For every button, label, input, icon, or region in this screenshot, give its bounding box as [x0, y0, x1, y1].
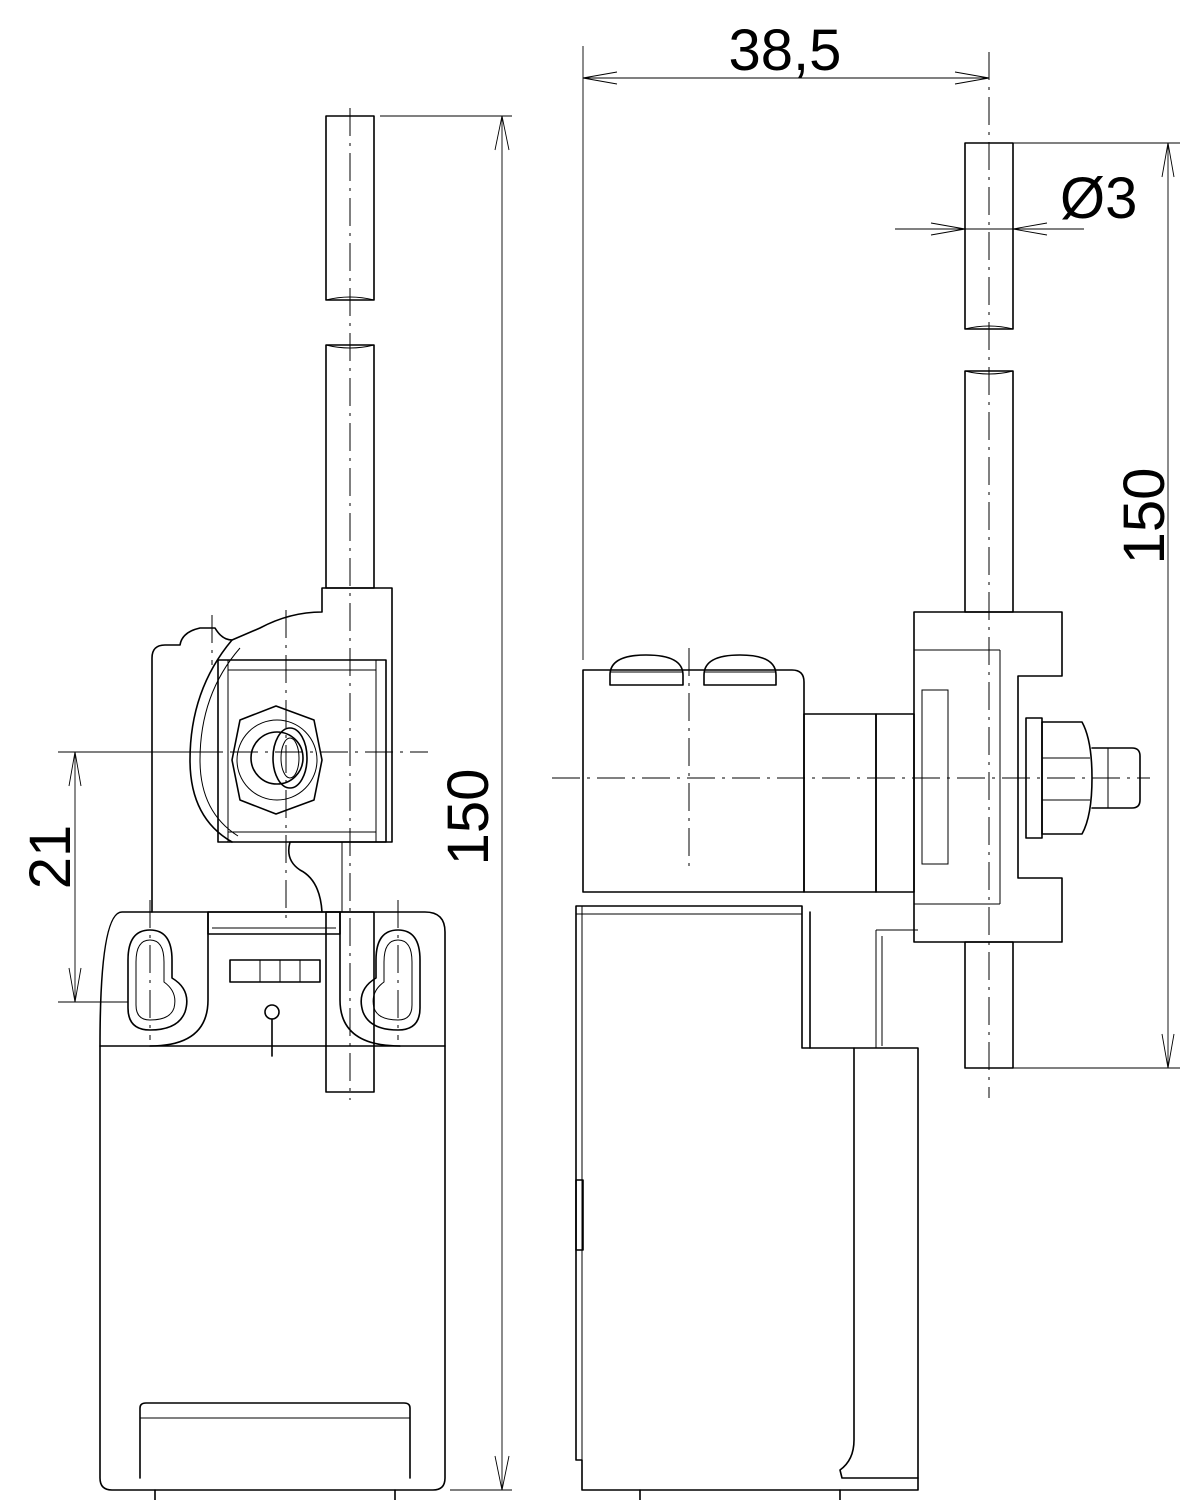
side-screw-head-left [609, 654, 684, 686]
side-rod-middle [964, 370, 1014, 613]
side-bushing [875, 713, 915, 893]
side-upper-block [582, 669, 805, 893]
dim-arrow-385-right [954, 71, 990, 85]
dim-label-385: 38,5 [729, 18, 842, 83]
marking-symbol [264, 1004, 280, 1020]
dim-arrow-bottom [494, 1455, 510, 1491]
dim-label-diameter: Ø3 [1060, 166, 1137, 231]
pivot-ring [250, 731, 304, 785]
lever-hub-arc-inner [199, 647, 241, 837]
dim-arrow-150-side-bottom [1161, 1033, 1175, 1069]
pivot-nut [231, 705, 323, 815]
mounting-slot-right [360, 929, 421, 1031]
lever-hub-arc [189, 639, 233, 843]
side-bottom-foot [639, 1489, 841, 1500]
indicator-block [229, 959, 321, 983]
side-body-notch [575, 1179, 584, 1251]
mounting-slot-left [127, 929, 188, 1031]
dim-arrow-21-bottom [68, 967, 82, 1003]
side-dimensions: 38,5 150 Ø3 [582, 18, 1180, 1069]
front-body-outline [99, 911, 446, 1491]
front-bottom-cover [139, 1402, 411, 1479]
dim-arrow-21-top [68, 751, 82, 787]
dim-arrow-150-side-top [1161, 142, 1175, 178]
side-cover-plate [839, 1047, 919, 1479]
dim-arrow-top [494, 115, 510, 151]
side-view [552, 52, 1150, 1500]
lever-arm-outline [151, 587, 393, 913]
mounting-slot-left-inner [135, 939, 176, 1021]
dim-label-150-side: 150 [1112, 468, 1177, 565]
front-view [99, 108, 446, 1500]
pivot-screw-slot [280, 737, 300, 779]
side-clamp-block [913, 611, 1063, 943]
front-window [207, 911, 341, 935]
side-clamp-inner [921, 689, 949, 865]
side-lower-body [575, 905, 919, 1491]
dim-label-150-front: 150 [436, 769, 501, 866]
dim-arrow-385-left [582, 71, 618, 85]
front-head-inner [149, 911, 401, 1047]
front-dimensions: 150 21 [18, 115, 512, 1491]
dim-arrow-diameter-left [930, 222, 966, 236]
mounting-slot-right-inner [372, 939, 413, 1021]
dim-label-21: 21 [18, 825, 83, 890]
pivot-screw [272, 727, 308, 789]
pivot-washer [236, 719, 318, 801]
rod-lower-end [325, 911, 375, 1093]
side-screw-head-right [703, 654, 777, 686]
side-shaft-neck [803, 713, 877, 893]
dim-arrow-diameter-right [1012, 222, 1048, 236]
lever-hub-window [217, 659, 387, 843]
